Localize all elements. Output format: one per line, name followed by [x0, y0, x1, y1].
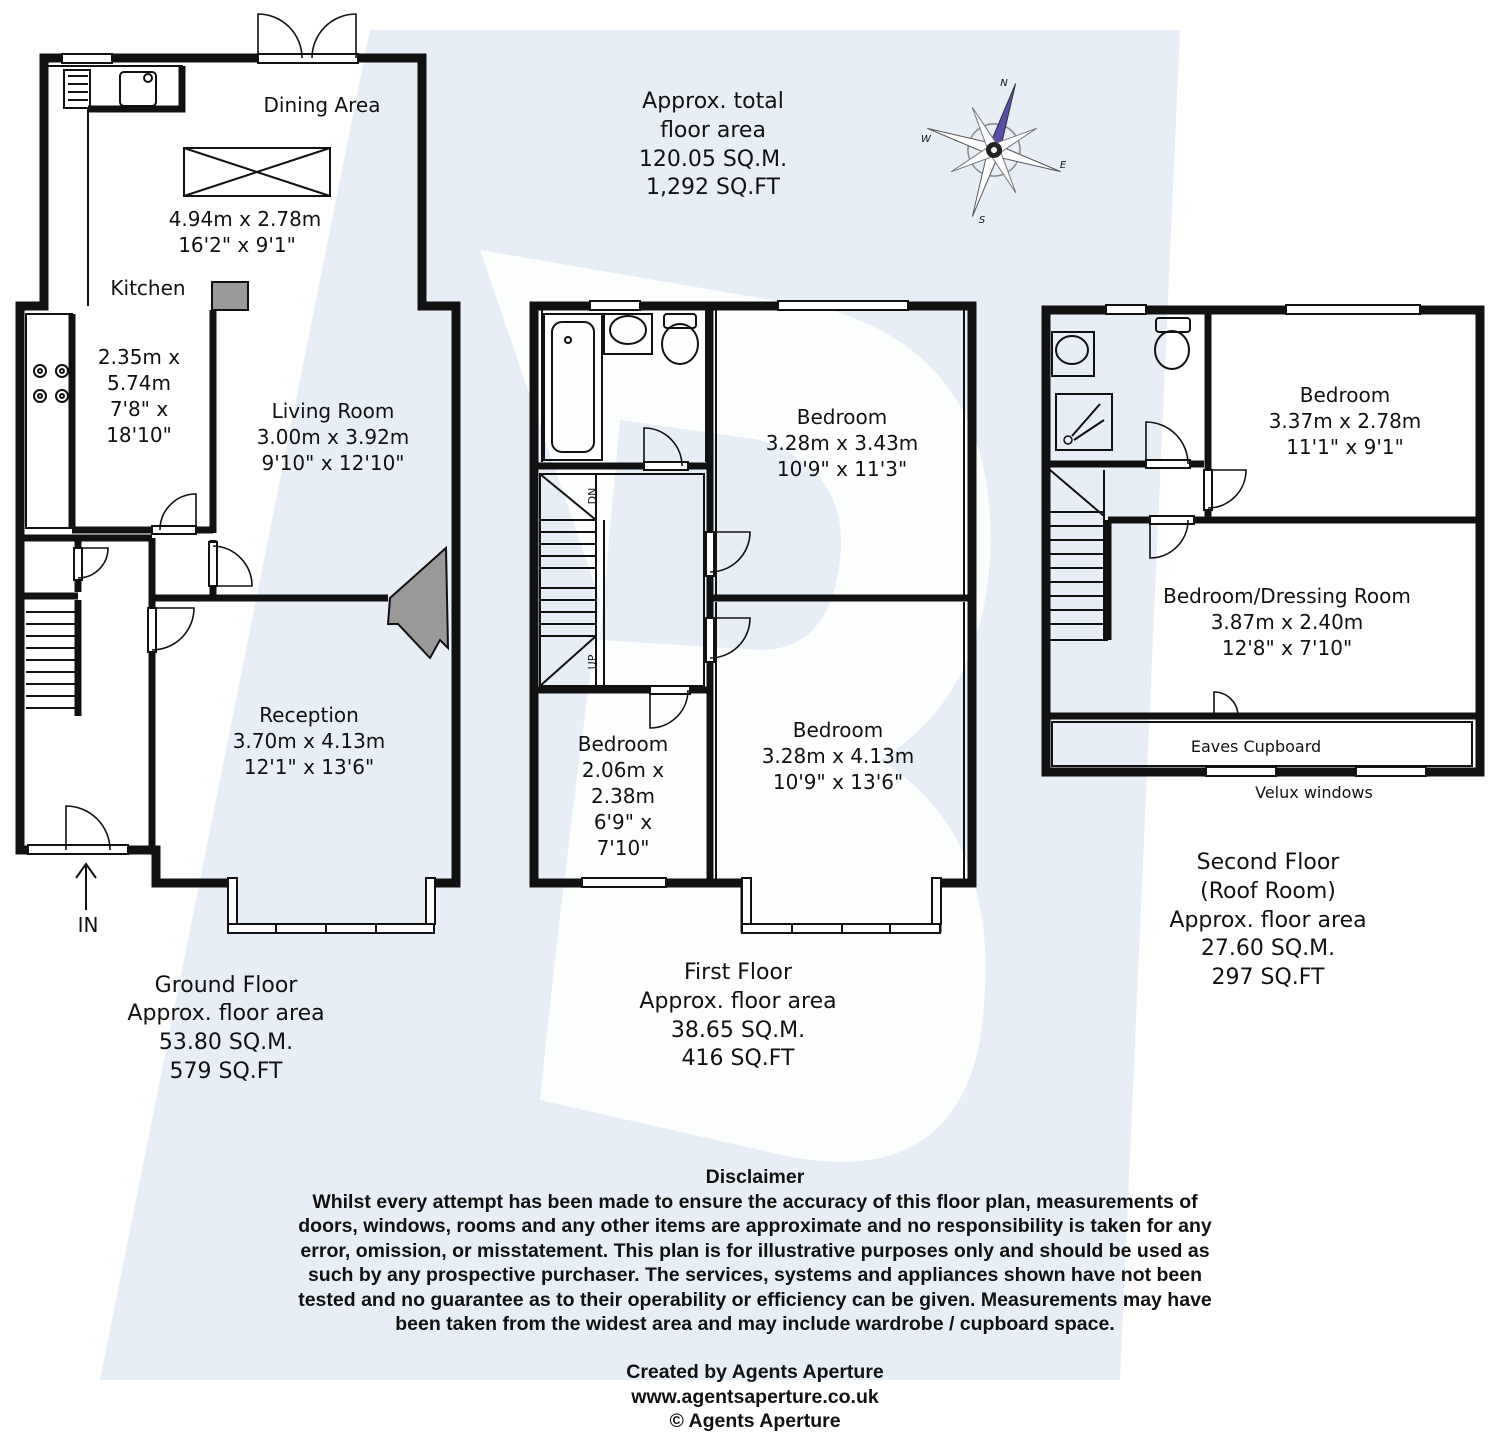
website-link[interactable]: www.agentsaperture.co.uk	[631, 1385, 879, 1408]
reception-imperial: 12'1" x 13'6"	[244, 755, 374, 779]
ff-bedroom-a-metric: 3.28m x 3.43m	[766, 431, 919, 455]
first-floor-sub: Approx. floor area	[639, 989, 836, 1014]
stair-up-label: UP	[586, 654, 599, 669]
second-floor-sub: (Roof Room)	[1200, 879, 1336, 904]
ff-bedroom-c-imperial-a: 6'9" x	[594, 810, 653, 834]
living-label: Living Room	[272, 399, 395, 423]
compass-n: N	[1000, 78, 1008, 89]
ground-floor-sqft: 579 SQ.FT	[170, 1059, 284, 1084]
first-floor-plan	[529, 300, 977, 934]
kitchen-label: Kitchen	[110, 276, 185, 300]
disclaimer-line: Whilst every attempt has been made to en…	[312, 1190, 1198, 1213]
disclaimer-line: tested and no guarantee as to their oper…	[298, 1288, 1212, 1311]
disclaimer-line: such by any prospective purchaser. The s…	[307, 1264, 1203, 1286]
compass-w: W	[921, 134, 932, 145]
second-floor-sqft: 297 SQ.FT	[1212, 965, 1326, 990]
sf-bedroom-label: Bedroom	[1300, 383, 1390, 407]
sf-dressing-label: Bedroom/Dressing Room	[1163, 584, 1411, 608]
ff-bedroom-b-metric: 3.28m x 4.13m	[762, 744, 915, 768]
stair-dn-label: DN	[586, 488, 599, 505]
ff-bedroom-b-imperial: 10'9" x 13'6"	[773, 770, 903, 794]
total-area-line2: floor area	[660, 118, 766, 143]
dining-label: Dining Area	[264, 93, 381, 117]
compass-rose	[927, 83, 1061, 217]
ground-floor-sub: Approx. floor area	[127, 1001, 324, 1026]
total-area-sqft: 1,292 SQ.FT	[646, 175, 781, 200]
total-area-sqm: 120.05 SQ.M.	[639, 147, 787, 172]
first-floor-sqft: 416 SQ.FT	[682, 1046, 796, 1071]
copyright: © Agents Aperture	[669, 1410, 841, 1432]
ff-bedroom-b-label: Bedroom	[793, 718, 883, 742]
dining-metric: 4.94m x 2.78m	[169, 207, 322, 231]
ff-bedroom-c-label: Bedroom	[578, 732, 668, 756]
credits: Created by Agents Aperture www.agentsape…	[500, 1360, 1010, 1434]
second-floor-area: Approx. floor area	[1169, 908, 1366, 933]
reception-label: Reception	[259, 703, 359, 727]
total-area-line1: Approx. total	[642, 89, 784, 114]
sf-bedroom-metric: 3.37m x 2.78m	[1269, 409, 1422, 433]
disclaimer-line: been taken from the widest area and may …	[395, 1313, 1115, 1335]
compass-s: S	[979, 215, 986, 226]
ff-bedroom-c-imperial-b: 7'10"	[597, 836, 650, 860]
created-by: Created by Agents Aperture	[626, 1361, 884, 1383]
compass-e: E	[1060, 160, 1067, 171]
disclaimer-line: error, omission, or misstatement. This p…	[300, 1239, 1210, 1262]
entrance-label: IN	[78, 913, 99, 937]
dining-imperial: 16'2" x 9'1"	[178, 233, 296, 257]
kitchen-metric-b: 5.74m	[107, 371, 171, 395]
first-floor-title: First Floor	[684, 960, 793, 985]
ff-bedroom-c-metric-b: 2.38m	[591, 784, 655, 808]
disclaimer-title: Disclaimer	[705, 1166, 805, 1188]
reception-metric: 3.70m x 4.13m	[233, 729, 386, 753]
eaves-cupboard-label: Eaves Cupboard	[1191, 737, 1321, 756]
ff-bedroom-a-label: Bedroom	[797, 405, 887, 429]
first-floor-sqm: 38.65 SQ.M.	[671, 1018, 805, 1043]
second-floor-title: Second Floor	[1197, 850, 1341, 875]
second-floor-plan	[1041, 304, 1485, 777]
second-floor-sqm: 27.60 SQ.M.	[1201, 936, 1335, 961]
sf-dressing-imperial: 12'8" x 7'10"	[1222, 636, 1352, 660]
disclaimer: Disclaimer Whilst every attempt has been…	[200, 1165, 1310, 1337]
velux-windows-label: Velux windows	[1255, 783, 1373, 802]
ff-bedroom-c-metric-a: 2.06m x	[582, 758, 664, 782]
ground-floor-title: Ground Floor	[155, 973, 299, 998]
ff-bedroom-a-imperial: 10'9" x 11'3"	[777, 457, 907, 481]
ground-floor-plan	[15, 13, 461, 934]
living-imperial: 9'10" x 12'10"	[261, 451, 404, 475]
living-metric: 3.00m x 3.92m	[257, 425, 410, 449]
kitchen-imperial-a: 7'8" x	[110, 397, 169, 421]
kitchen-imperial-b: 18'10"	[106, 423, 172, 447]
kitchen-metric-a: 2.35m x	[98, 345, 180, 369]
disclaimer-line: doors, windows, rooms and any other item…	[298, 1215, 1212, 1237]
sf-dressing-metric: 3.87m x 2.40m	[1211, 610, 1364, 634]
ground-floor-sqm: 53.80 SQ.M.	[159, 1030, 293, 1055]
sf-bedroom-imperial: 11'1" x 9'1"	[1286, 435, 1404, 459]
